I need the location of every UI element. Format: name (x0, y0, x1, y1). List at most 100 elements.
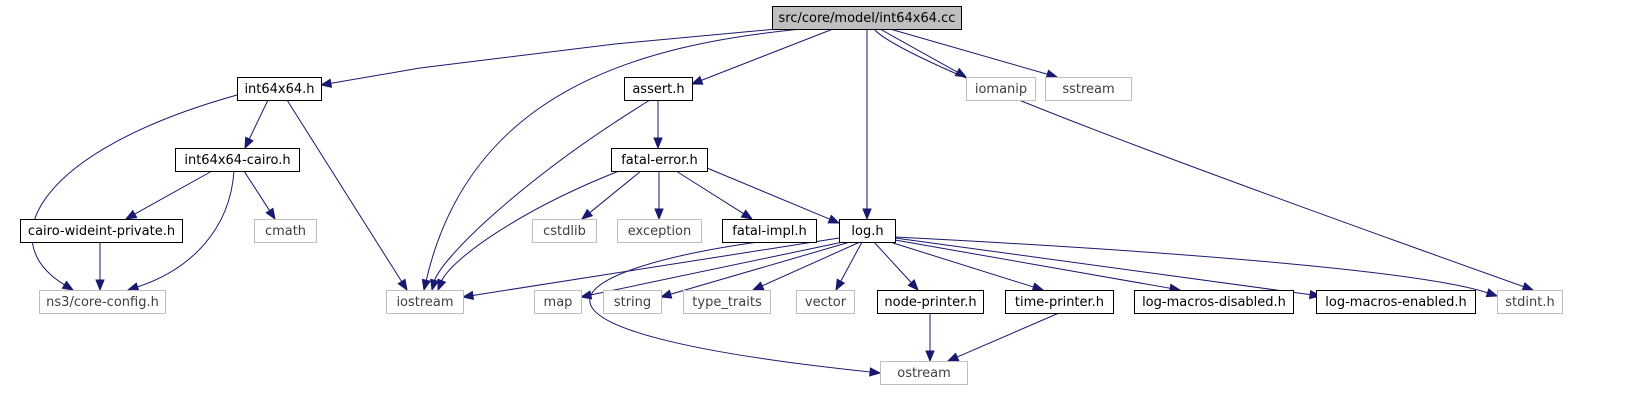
node-label: node-printer.h (884, 295, 976, 310)
node-log-macros-enabled-h[interactable]: log-macros-enabled.h (1316, 290, 1476, 314)
node-assert-h[interactable]: assert.h (624, 77, 693, 101)
arrowhead-icon (126, 282, 140, 292)
node-box (532, 219, 597, 243)
edge-line (440, 170, 620, 282)
node-label: cmath (265, 224, 306, 239)
node-box (534, 290, 582, 314)
edge-cairo_h-to-wideint_h (124, 170, 213, 220)
edge-log_h-to-node_printer_h (873, 241, 919, 291)
node-cairo-h[interactable]: int64x64-cairo.h (175, 148, 300, 172)
node-label: log.h (851, 224, 883, 239)
edge-line (588, 170, 642, 214)
node-label: fatal-error.h (621, 153, 698, 168)
edge-line (894, 237, 1312, 296)
node-cstdlib: cstdlib (532, 219, 597, 243)
node-wideint-h[interactable]: cairo-wideint-private.h (20, 219, 183, 243)
arrowhead-icon (580, 208, 594, 220)
edge-int64x64_h-to-core_config_h (31, 94, 238, 291)
node-label: assert.h (632, 82, 684, 97)
edge-line (894, 239, 1172, 289)
edge-log_h-to-stdint_h (894, 236, 1499, 298)
node-label: cairo-wideint-private.h (28, 224, 175, 239)
edge-root-to-assert_h (690, 28, 834, 85)
node-int64x64-h[interactable]: int64x64.h (237, 77, 322, 101)
edge-node_printer_h-to-ostream (925, 313, 935, 363)
arrowhead-icon (946, 352, 960, 362)
node-box (796, 290, 855, 314)
node-time-printer-h[interactable]: time-printer.h (1005, 290, 1114, 314)
node-vector: vector (796, 290, 855, 314)
edge-line (700, 28, 834, 82)
node-label: ns3/core-config.h (46, 295, 159, 310)
edges-layer (31, 28, 1535, 377)
arrowhead-icon (430, 278, 440, 292)
arrowhead-icon (244, 136, 254, 150)
node-cmath: cmath (254, 219, 317, 243)
node-box (611, 148, 708, 172)
edge-root-to-log_h (862, 29, 872, 221)
node-box (1316, 290, 1476, 314)
arrowhead-icon (653, 137, 663, 150)
arrowhead-icon (654, 208, 664, 221)
node-box (39, 290, 166, 314)
edge-line (894, 236, 1489, 294)
node-label: int64x64-cairo.h (184, 153, 290, 168)
node-box (254, 219, 317, 243)
node-box (175, 148, 300, 172)
edge-cairo_h-to-cmath (243, 170, 276, 221)
edge-line (675, 170, 745, 215)
node-fatal-error-h[interactable]: fatal-error.h (611, 148, 708, 172)
edge-line (839, 241, 863, 283)
arrowhead-icon (1485, 288, 1499, 298)
node-ostream: ostream (880, 361, 968, 385)
edge-line (433, 99, 651, 282)
edge-line (471, 237, 840, 297)
edge-int64x64_h-to-cairo_h (244, 99, 269, 150)
node-box (839, 219, 896, 243)
node-label: src/core/model/int64x64.cc (779, 11, 956, 26)
edge-root-to-iostream (421, 28, 802, 292)
edge-root-to-sstream (889, 28, 1059, 79)
arrowhead-icon (690, 75, 704, 85)
node-node-printer-h[interactable]: node-printer.h (877, 290, 984, 314)
edge-line (706, 167, 831, 220)
edge-log_h-to-log_macros_disabled_h (894, 239, 1182, 293)
edge-line (589, 241, 872, 373)
edge-line (956, 312, 1060, 358)
node-label: vector (805, 295, 847, 310)
node-label: iomanip (975, 82, 1027, 97)
edge-fatal_error_h-to-cstdlib (580, 170, 642, 220)
edge-line (873, 28, 1525, 288)
edge-root-to-int64x64_h (319, 28, 778, 88)
edge-line (31, 94, 238, 286)
edge-root-to-stdint_h (873, 28, 1535, 291)
edge-log_h-to-string (659, 241, 851, 299)
node-label: string (614, 295, 651, 310)
node-log-macros-disabled-h[interactable]: log-macros-disabled.h (1134, 290, 1294, 314)
node-box (617, 219, 702, 243)
edge-line (286, 99, 403, 283)
edge-fatal_error_h-to-fatal_impl_h (675, 170, 754, 220)
edge-line (136, 170, 235, 288)
arrowhead-icon (397, 278, 408, 292)
node-box (877, 290, 984, 314)
node-box (683, 290, 771, 314)
node-log-h[interactable]: log.h (839, 219, 896, 243)
arrowhead-icon (740, 209, 754, 220)
node-core-config-h: ns3/core-config.h (39, 290, 166, 314)
node-label: int64x64.h (244, 82, 314, 97)
node-box (20, 219, 183, 243)
node-box (386, 290, 464, 314)
node-label: log-macros-enabled.h (1325, 295, 1466, 310)
node-label: type_traits (692, 295, 762, 310)
edge-assert_h-to-iostream (430, 99, 651, 292)
node-label: exception (628, 224, 692, 239)
node-fatal-impl-h[interactable]: fatal-impl.h (722, 219, 817, 243)
arrowhead-icon (461, 290, 475, 301)
node-stdint-h: stdint.h (1497, 290, 1563, 314)
node-label: fatal-impl.h (732, 224, 806, 239)
edge-root-to-iomanip (879, 28, 968, 78)
edge-fatal_error_h-to-iostream (437, 170, 620, 292)
node-box (772, 6, 962, 30)
